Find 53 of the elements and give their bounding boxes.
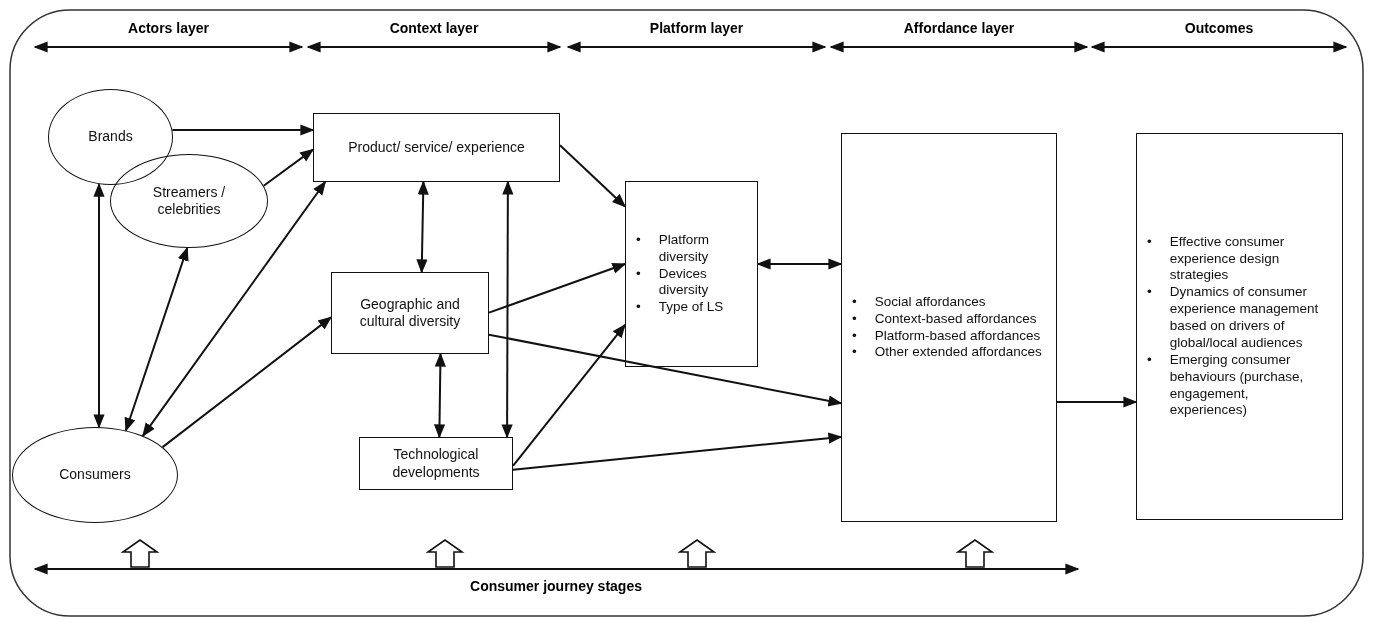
bullet-mark: •	[852, 344, 857, 362]
bullet-mark: •	[852, 293, 857, 311]
bullet-item: Dynamics of consumer experience management based on drivers of global/local audiences	[1169, 284, 1320, 352]
arrow	[171, 124, 315, 136]
layer-box	[313, 113, 560, 182]
node-label: Brands	[88, 128, 133, 146]
layer-heading: Outcomes	[1184, 20, 1254, 36]
bullet-mark: •	[636, 265, 641, 283]
layer-box	[331, 272, 489, 354]
arrow	[141, 180, 327, 437]
node-label: Geographic and cultural diversity	[358, 295, 462, 331]
node-label: Consumers	[59, 466, 131, 484]
bullet-mark: •	[1147, 284, 1152, 302]
bullet-mark: •	[636, 231, 641, 249]
arrow	[262, 148, 315, 187]
arrow	[161, 316, 333, 449]
bullet-item: Platform diversity	[658, 231, 710, 266]
layer-box	[359, 437, 513, 490]
layer-heading: Context layer	[389, 20, 479, 36]
arrow	[488, 333, 843, 407]
arrow	[488, 262, 627, 314]
layer-heading: Affordance layer	[903, 20, 1015, 36]
bullet-item: Context-based affordances	[874, 310, 1038, 328]
bullet-item: Other extended affordances	[874, 344, 1042, 362]
arrow	[512, 323, 626, 467]
bullet-mark: •	[1147, 351, 1152, 369]
arrow	[512, 432, 843, 471]
layer-heading: Consumer journey stages	[470, 578, 642, 594]
arrow	[1056, 396, 1138, 408]
layer-box	[1136, 133, 1343, 520]
arrow	[416, 180, 429, 274]
node-label: Technological developments	[391, 446, 481, 481]
bullet-item: Devices diversity	[658, 265, 710, 300]
arrow	[93, 182, 105, 429]
bullet-item: Platform-based affordances	[874, 327, 1042, 345]
node-label: Product/ service/ experience	[348, 138, 525, 157]
layer-box	[841, 133, 1057, 522]
bullet-item: Social affordances	[874, 293, 987, 311]
bullet-mark: •	[852, 327, 857, 345]
bullet-item: Type of LS	[658, 299, 725, 317]
arrow	[501, 180, 514, 439]
bullet-mark: •	[852, 310, 857, 328]
node-label: Streamers / celebrities	[151, 183, 227, 219]
layer-heading: Actors layer	[128, 20, 209, 36]
arrow	[559, 144, 626, 208]
bullet-mark: •	[636, 299, 641, 317]
layer-box	[625, 181, 758, 367]
bullet-mark: •	[1147, 233, 1152, 251]
bullet-item: Effective consumer experience design strategies	[1169, 233, 1286, 285]
layer-heading: Platform layer	[649, 20, 744, 36]
arrow	[756, 258, 843, 270]
bullet-item: Emerging consumer behaviours (purchase, engagement, experiences)	[1169, 351, 1305, 420]
arrow	[433, 352, 446, 439]
